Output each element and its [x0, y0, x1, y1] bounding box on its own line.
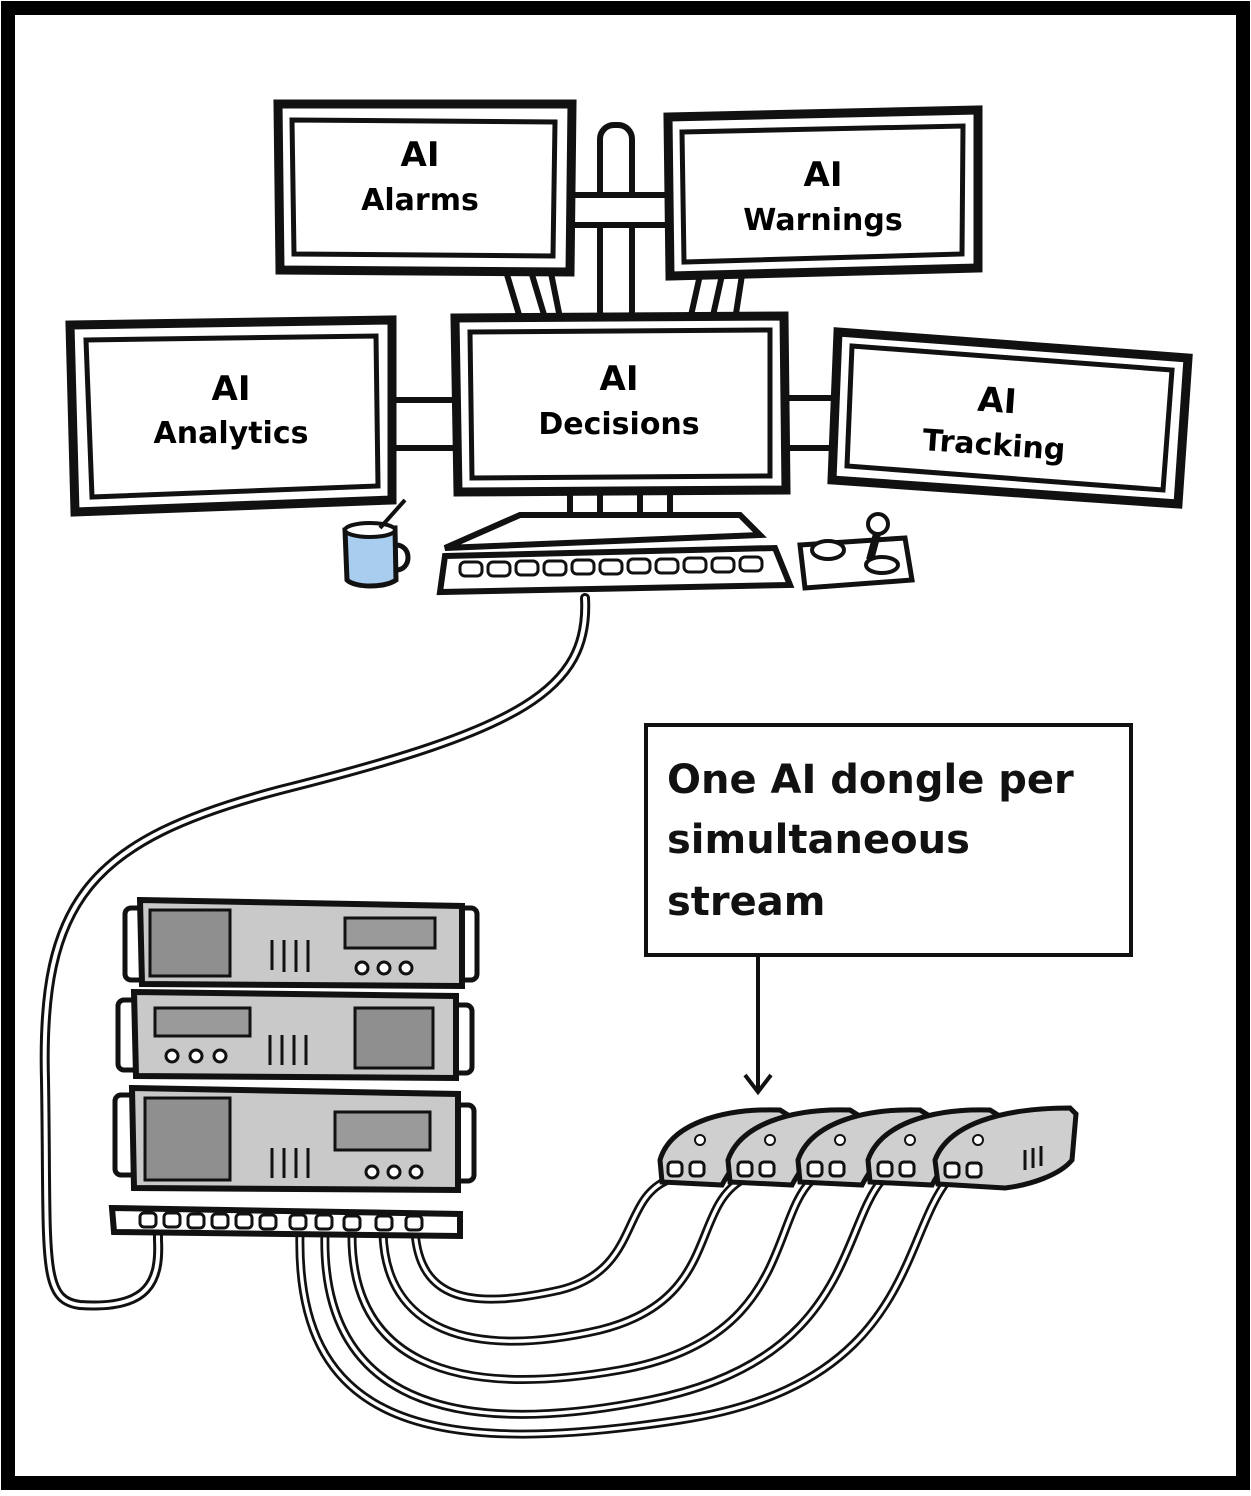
- monitor-warnings: [663, 105, 983, 281]
- dongle-5: [932, 1105, 1079, 1191]
- callout-line-2: simultaneous: [667, 817, 970, 863]
- keyboard-cable-inner: [42, 596, 588, 1308]
- callout-arrow: [743, 955, 773, 1096]
- monitor-decisions-label-2: Decisions: [538, 407, 699, 442]
- monitor-tracking: [827, 327, 1193, 509]
- network-switch: [108, 1204, 463, 1240]
- keyboard-icon: [436, 544, 795, 596]
- monitor-decisions-label-1: AI: [600, 359, 639, 399]
- monitor-decisions: [450, 311, 791, 497]
- joystick-controller-icon: [797, 512, 915, 591]
- callout-line-3: stream: [667, 879, 825, 925]
- monitor-alarms-label-1: AI: [401, 135, 440, 175]
- coffee-mug-icon: [342, 498, 411, 589]
- server-unit-3: [112, 1084, 477, 1194]
- monitor-analytics-label-1: AI: [212, 369, 251, 409]
- monitor-warnings-label-1: AI: [804, 155, 843, 195]
- monitor-analytics-label-2: Analytics: [154, 416, 309, 451]
- monitor-tracking-label-1: AI: [976, 380, 1018, 423]
- callout-box: [644, 723, 1133, 957]
- monitor-analytics: [65, 315, 397, 517]
- dongle-cables-inner: [298, 1178, 950, 1436]
- server-unit-2: [115, 988, 475, 1082]
- callout-line-1: One AI dongle per: [667, 757, 1074, 803]
- server-unit-1: [122, 896, 480, 990]
- monitor-warnings-label-2: Warnings: [743, 203, 902, 238]
- monitor-alarms-label-2: Alarms: [361, 183, 479, 218]
- monitor-alarms: [273, 99, 577, 277]
